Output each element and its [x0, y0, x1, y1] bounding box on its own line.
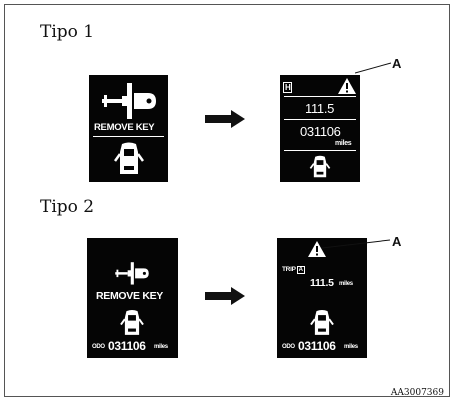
separator [93, 136, 164, 137]
display-tipo1-before: REMOVE KEY [89, 75, 168, 182]
warning-triangle-icon [338, 78, 356, 94]
callout-leader-line [355, 62, 392, 74]
heading-tipo-2: Tipo 2 [40, 197, 95, 217]
display-tipo1-after: H 111.5 031106 miles [280, 75, 360, 182]
remove-key-message: REMOVE KEY [94, 122, 155, 133]
figure-frame [4, 4, 450, 397]
callout-leader-line [322, 239, 391, 249]
car-door-open-icon [114, 142, 144, 174]
separator [284, 96, 356, 97]
callout-a-top: A [392, 56, 402, 71]
odometer-unit: miles [344, 344, 358, 350]
trip-value: 111.5 [310, 277, 334, 289]
indicator-box: H [283, 82, 293, 93]
remove-key-message: REMOVE KEY [96, 290, 164, 302]
car-door-open-icon [310, 309, 334, 335]
trip-value: 111.5 [305, 101, 335, 116]
car-door-open-icon [309, 155, 331, 178]
heading-tipo-1: Tipo 1 [40, 22, 95, 42]
key-in-ignition-icon [102, 83, 156, 119]
odometer-unit: miles [335, 140, 352, 147]
odo-label: ODO [282, 344, 295, 350]
odometer-unit: miles [154, 344, 168, 350]
trip-unit: miles [339, 281, 353, 287]
odometer-value: 031106 [300, 124, 341, 139]
odometer-value: 031106 [298, 339, 336, 353]
separator [284, 119, 356, 120]
car-door-open-icon [120, 309, 144, 335]
warning-triangle-icon [308, 241, 326, 257]
separator [284, 150, 356, 151]
figure-code: AA3007369 [390, 388, 444, 398]
arrow-right-icon [205, 287, 245, 305]
odo-label: ODO [92, 344, 105, 350]
callout-a-bottom: A [392, 234, 402, 249]
odometer-value: 031106 [108, 339, 146, 353]
display-tipo2-before: REMOVE KEY ODO 031106 miles [87, 238, 178, 358]
key-in-ignition-icon [115, 262, 149, 285]
arrow-right-icon [205, 110, 245, 128]
